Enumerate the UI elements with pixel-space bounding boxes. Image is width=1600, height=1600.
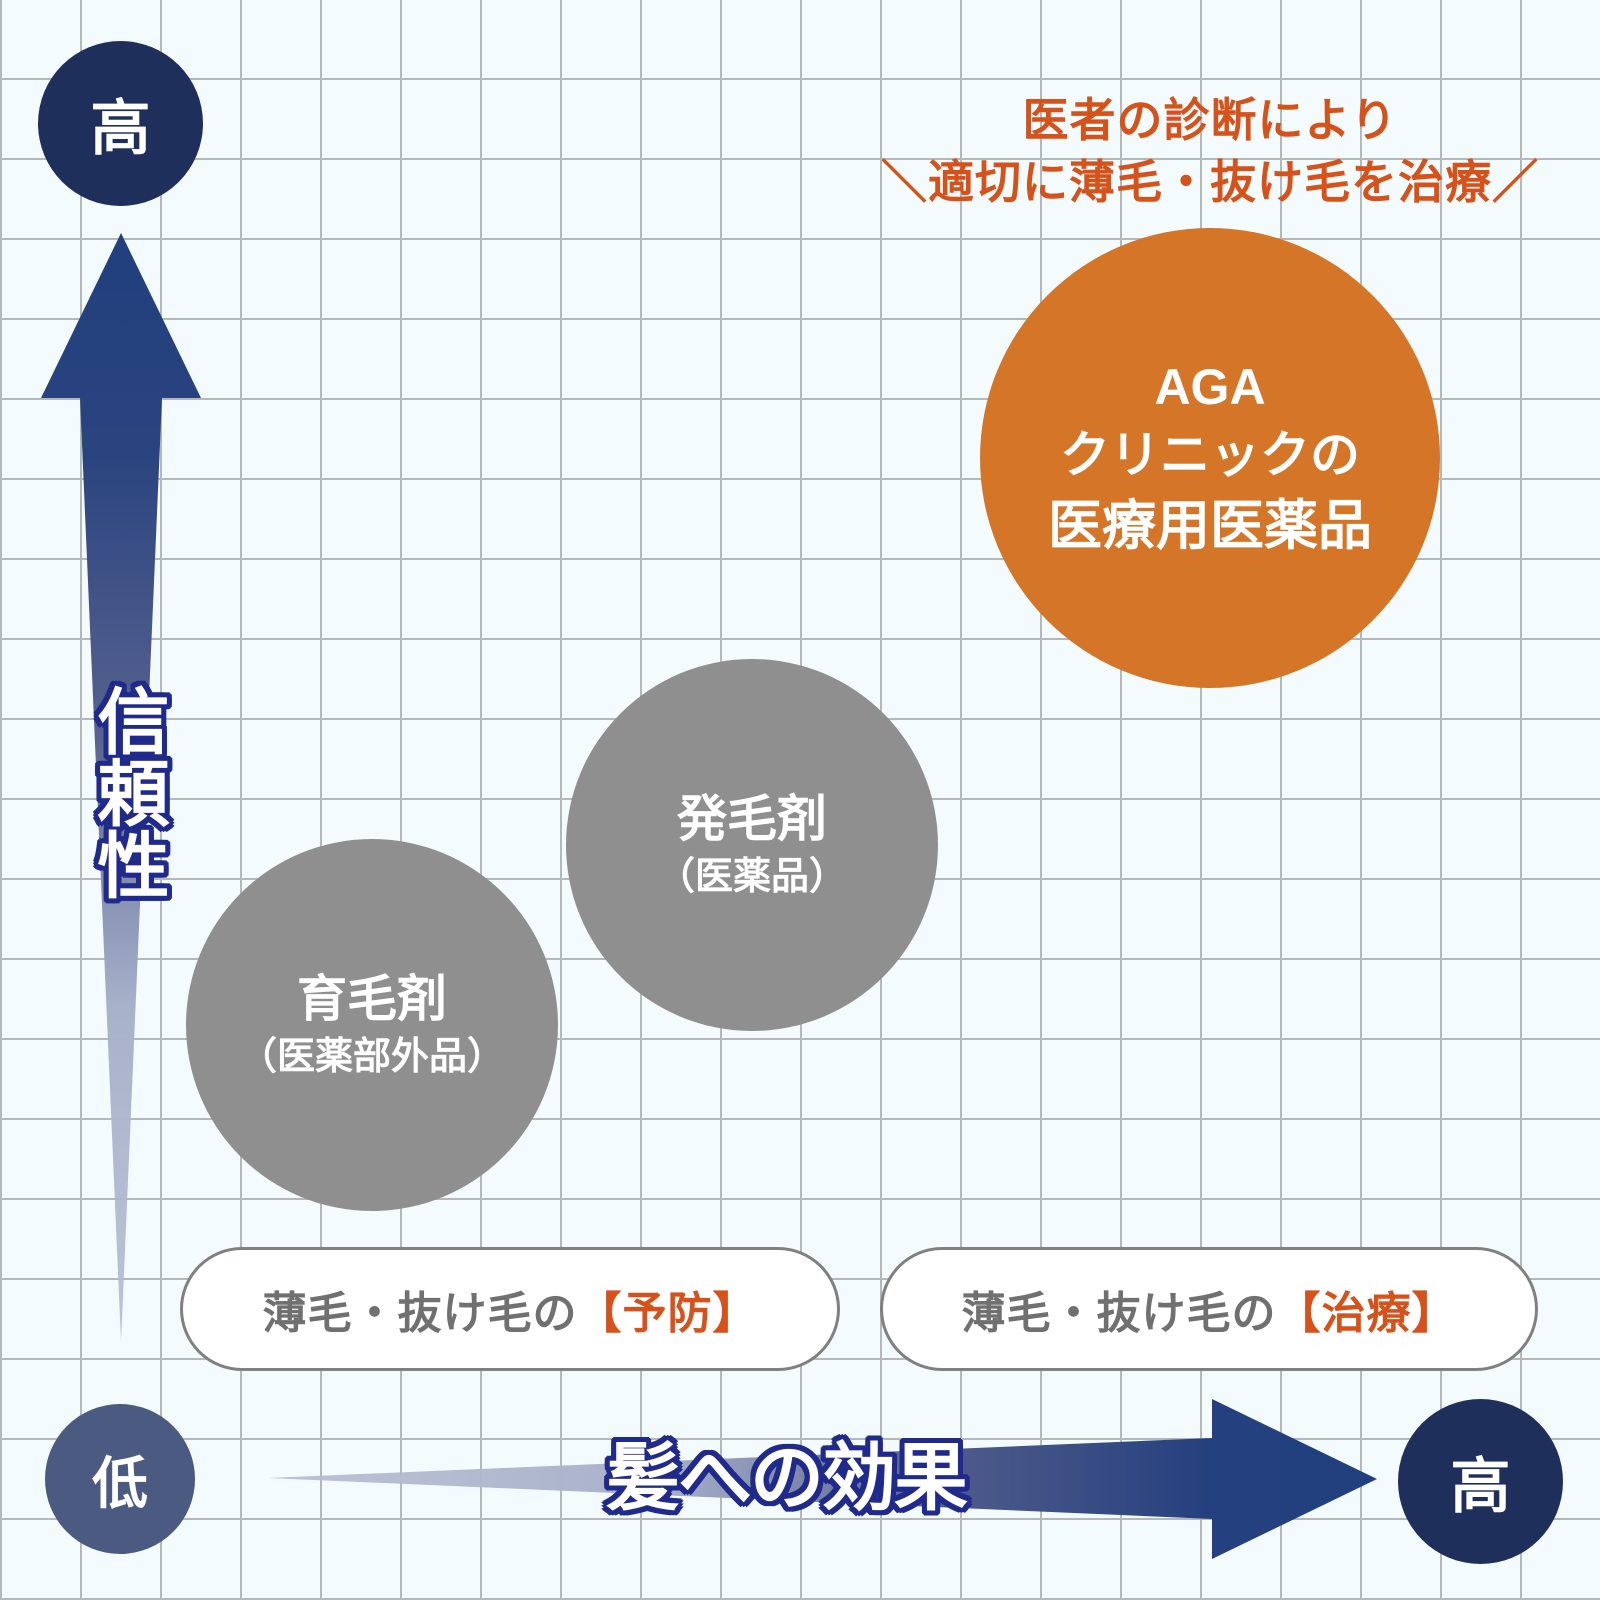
x-axis-arrow bbox=[268, 1399, 1377, 1559]
y-axis-high-label: 高 bbox=[90, 94, 151, 164]
category-treatment-accent: 【治療】 bbox=[1276, 1288, 1457, 1339]
bubble-aga-line-3: 医療用医薬品 bbox=[1048, 494, 1372, 557]
callout-annotation: 医者の診断により ＼適切に薄毛・抜け毛を治療／ bbox=[860, 89, 1560, 213]
callout-line-2: ＼適切に薄毛・抜け毛を治療／ bbox=[881, 155, 1539, 209]
y-axis-high-marker: 高 bbox=[38, 41, 203, 206]
bubble-growth-line-2: （医薬品） bbox=[656, 854, 847, 898]
bubble-growth-line-1: 発毛剤 bbox=[677, 790, 827, 848]
bubble-hair-restorer: 育毛剤 （医薬部外品） bbox=[186, 839, 558, 1211]
category-prevention-prefix: 薄毛・抜け毛の bbox=[262, 1288, 578, 1339]
y-axis-title: 信頼性 bbox=[85, 684, 169, 900]
x-axis-low-label: 低 bbox=[92, 1451, 148, 1517]
x-axis-title: 髪への効果 bbox=[606, 1435, 968, 1521]
bubble-restorer-line-2: （医薬部外品） bbox=[238, 1034, 505, 1078]
category-prevention-accent: 【予防】 bbox=[577, 1288, 758, 1339]
callout-line-1: 医者の診断により bbox=[1022, 93, 1398, 147]
x-axis-high-label: 高 bbox=[1450, 1452, 1511, 1522]
category-treatment-prefix: 薄毛・抜け毛の bbox=[961, 1288, 1277, 1339]
category-prevention: 薄毛・抜け毛の 【予防】 bbox=[180, 1247, 840, 1371]
bubble-aga-clinic: AGA クリニックの 医療用医薬品 bbox=[980, 228, 1440, 688]
category-treatment: 薄毛・抜け毛の 【治療】 bbox=[880, 1247, 1538, 1371]
x-axis-low-marker: 低 bbox=[45, 1404, 195, 1554]
bubble-hair-growth-agent: 発毛剤 （医薬品） bbox=[566, 659, 938, 1031]
bubble-restorer-line-1: 育毛剤 bbox=[297, 970, 447, 1028]
y-axis-arrow bbox=[41, 233, 201, 1342]
bubble-aga-line-2: クリニックの bbox=[1060, 426, 1360, 484]
bubble-aga-line-1: AGA bbox=[1154, 359, 1266, 415]
x-axis-high-marker: 高 bbox=[1398, 1399, 1563, 1564]
